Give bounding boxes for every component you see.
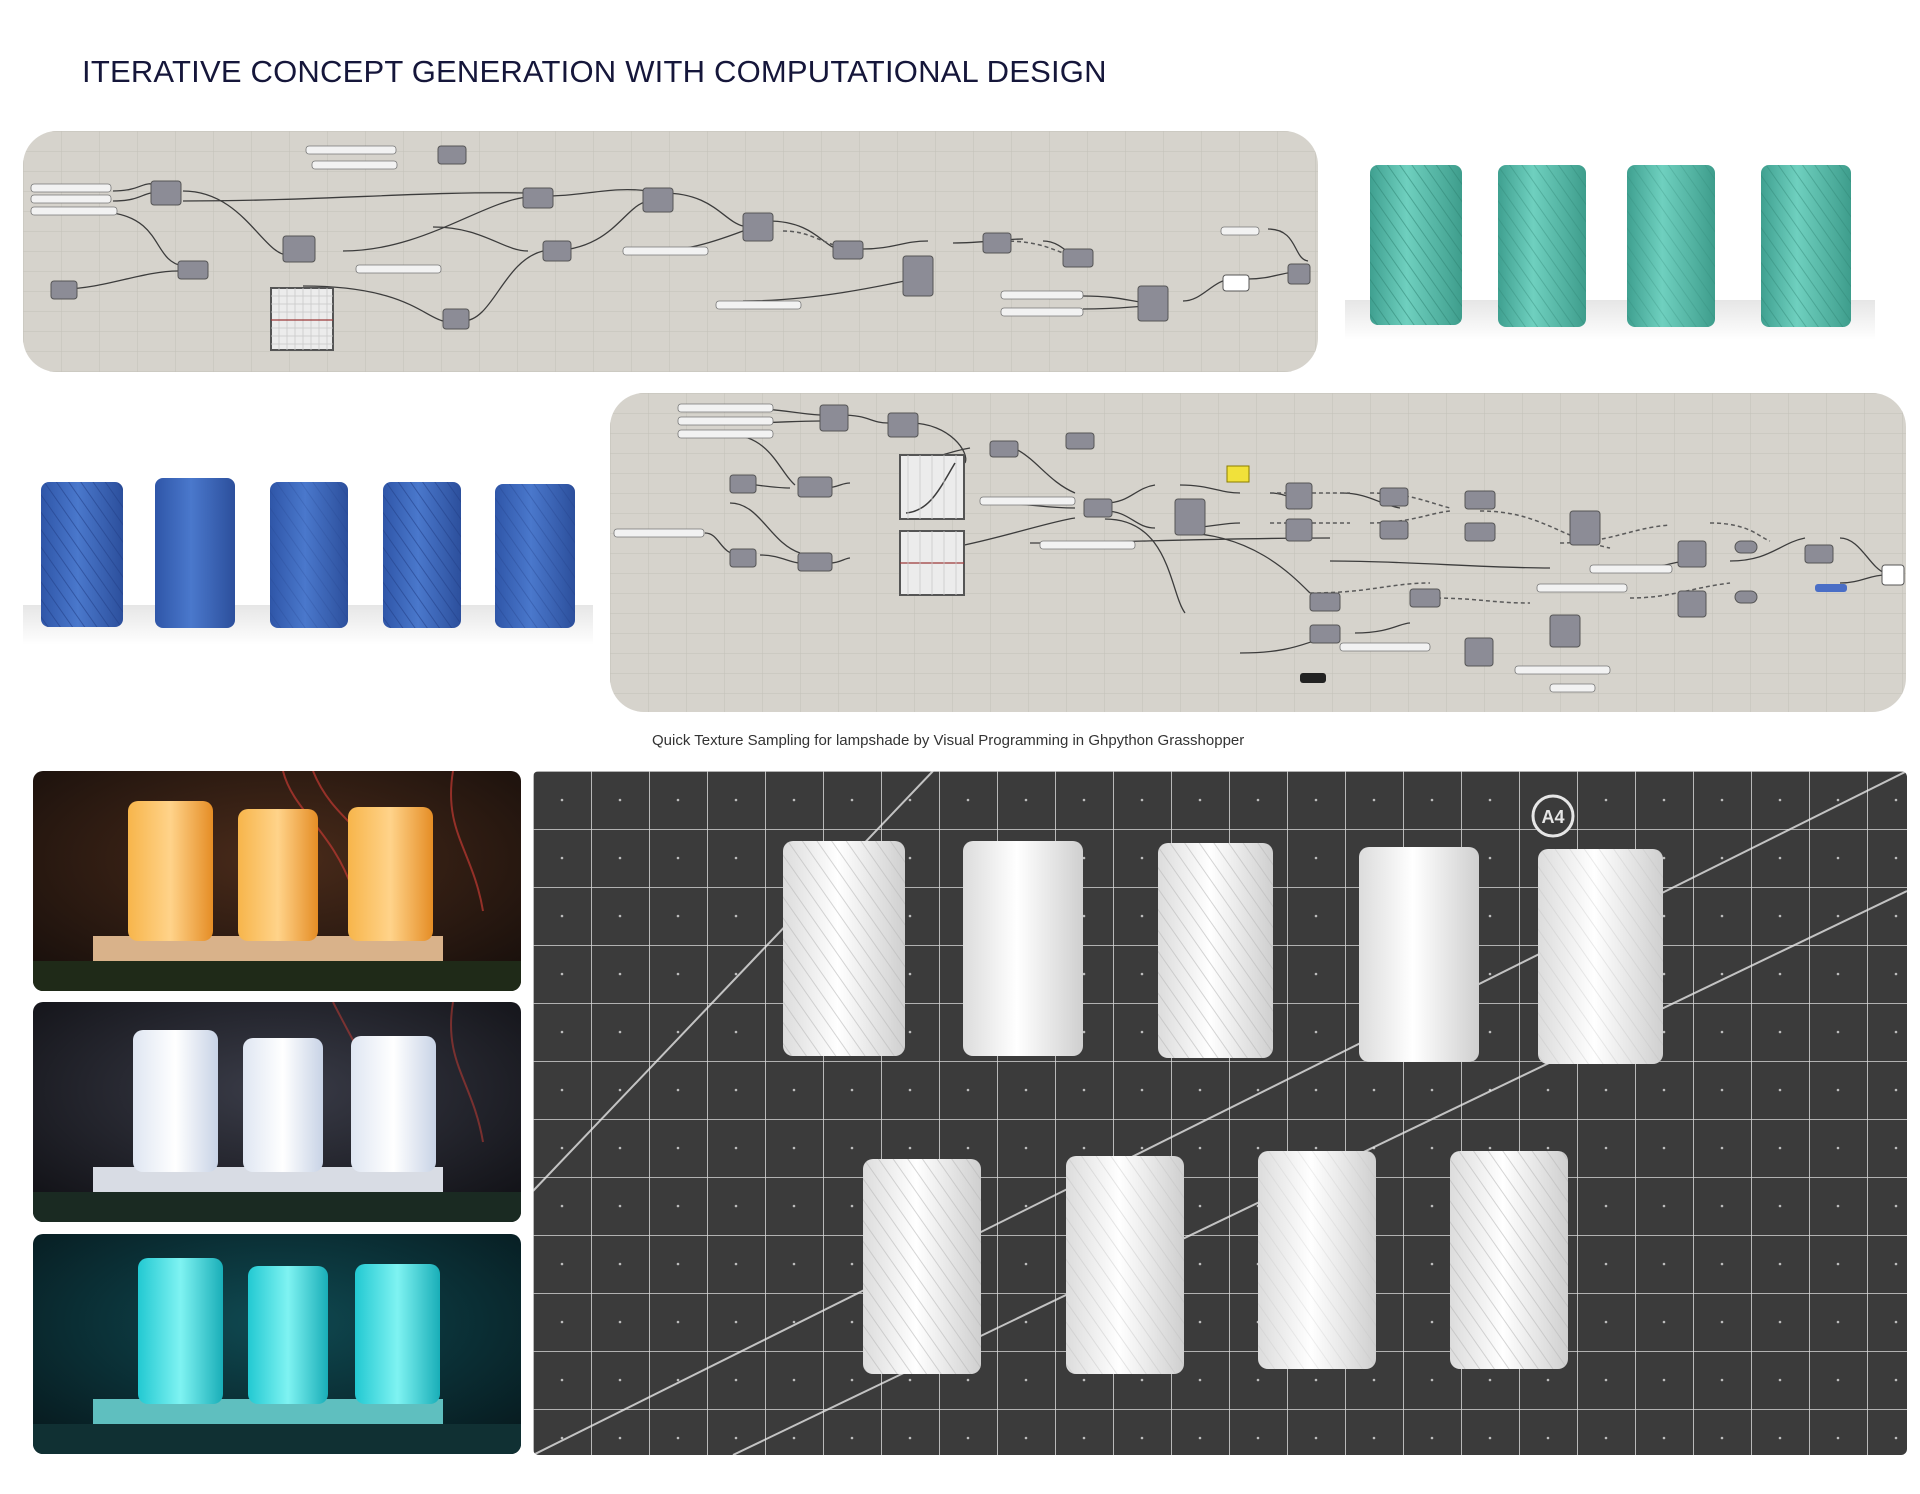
white-glow-photo	[33, 1002, 521, 1222]
grasshopper-canvas-top	[23, 131, 1318, 372]
page-title: ITERATIVE CONCEPT GENERATION WITH COMPUT…	[82, 54, 1107, 89]
a4-label: A4	[1541, 807, 1564, 827]
cutting-mat-photo: A4	[533, 771, 1907, 1455]
grasshopper-canvas-bottom	[610, 393, 1906, 712]
teal-lampshade-renders	[1345, 140, 1875, 350]
blue-lampshade-renders	[23, 470, 593, 645]
cyan-glow-photo	[33, 1234, 521, 1454]
figure-caption: Quick Texture Sampling for lampshade by …	[652, 732, 1245, 749]
orange-glow-photo	[33, 771, 521, 991]
a4-marker: A4	[1531, 794, 1575, 838]
